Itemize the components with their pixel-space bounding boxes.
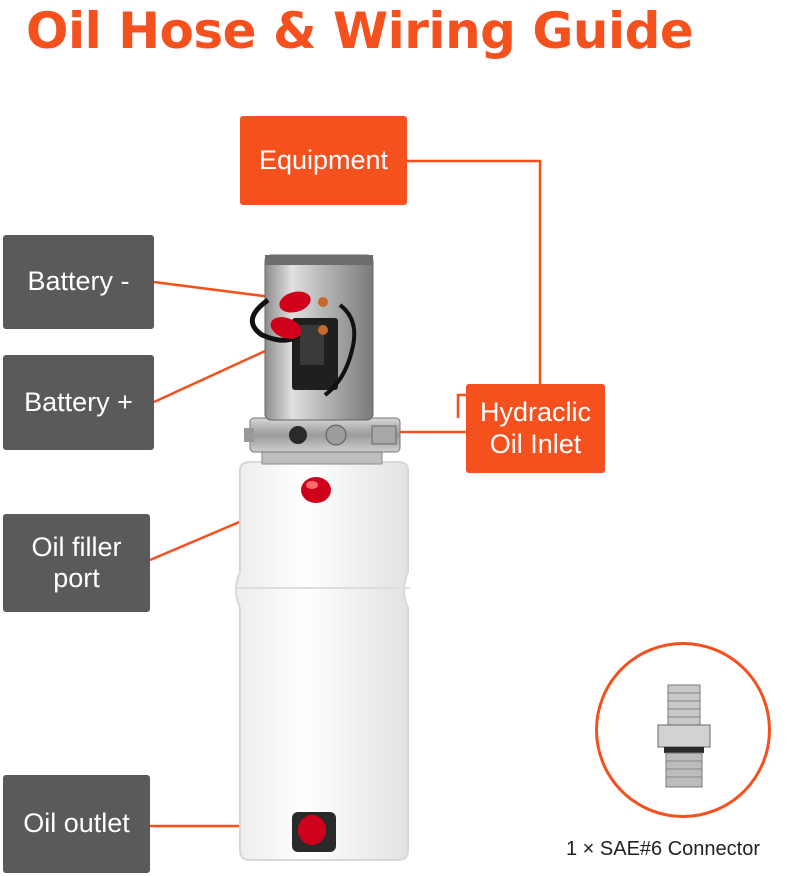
equipment-label: Equipment [240,116,407,205]
battery-minus-label: Battery - [3,235,154,329]
oil-filler-port-label: Oil filler port [3,514,150,612]
oil-tank [235,461,409,861]
page-title: Oil Hose & Wiring Guide [26,2,694,60]
battery-plus-terminal [270,317,302,339]
connector-caption: 1 × SAE#6 Connector [566,838,761,860]
oil-outlet-label: Oil outlet [3,775,150,873]
sae6-connector-icon [657,684,711,788]
battery-minus-terminal [279,291,311,313]
battery-plus-label: Battery + [3,355,154,450]
outlet-cap [298,815,326,845]
hydraulic-oil-inlet-label: Hydraclic Oil Inlet [466,384,605,473]
connector-inset [595,642,771,818]
filler-cap [301,477,331,503]
